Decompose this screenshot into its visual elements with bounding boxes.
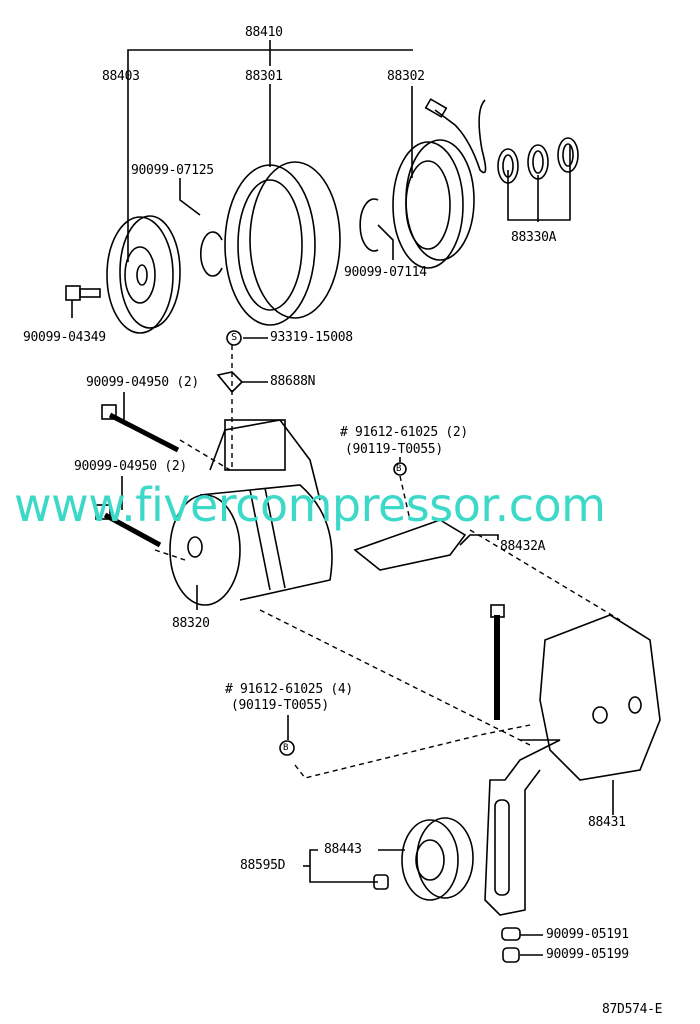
stay-drawing bbox=[353, 519, 467, 571]
shims-drawing bbox=[497, 137, 579, 184]
leader-lines bbox=[71, 40, 614, 956]
callout-88688n: 88688N bbox=[270, 374, 316, 389]
bolt-b2-symbol-label: B bbox=[283, 743, 289, 753]
callout-90099-04950-upper: 90099-04950 (2) bbox=[86, 375, 199, 390]
sealer-symbol bbox=[226, 330, 242, 346]
bolt-b-symbol-label: B bbox=[396, 464, 402, 474]
small-bracket-drawing bbox=[216, 371, 244, 394]
callout-90119-t0055-2: (90119-T0055) bbox=[231, 698, 329, 713]
figure-id: 87D574-E bbox=[602, 1002, 663, 1017]
callout-93319-15008: 93319-15008 bbox=[270, 330, 353, 345]
sealer-symbol-label: S bbox=[231, 332, 237, 343]
callout-90099-07125: 90099-07125 bbox=[131, 163, 214, 178]
watermark-text: www.fivercompressor.com bbox=[14, 478, 606, 532]
callout-90099-05191: 90099-05191 bbox=[546, 927, 629, 942]
callout-90099-04950-lower: 90099-04950 (2) bbox=[74, 459, 187, 474]
assembly-dashed-lines bbox=[154, 345, 621, 779]
compressor-drawing bbox=[169, 419, 333, 606]
pressure-plate-drawing bbox=[106, 215, 181, 334]
callout-90099-07114: 90099-07114 bbox=[344, 265, 427, 280]
nuts-drawing bbox=[501, 927, 521, 963]
callout-88302: 88302 bbox=[387, 69, 425, 84]
callout-90099-04349: 90099-04349 bbox=[23, 330, 106, 345]
callout-90099-05199: 90099-05199 bbox=[546, 947, 629, 962]
callout-88403: 88403 bbox=[102, 69, 140, 84]
callout-88595d: 88595D bbox=[240, 858, 286, 873]
callout-88320: 88320 bbox=[172, 616, 210, 631]
bolt-drawing bbox=[65, 285, 101, 301]
bracket-drawing bbox=[484, 614, 661, 916]
callout-91612-61025-4: # 91612-61025 (4) bbox=[225, 682, 353, 697]
callout-90119-t0055-1: (90119-T0055) bbox=[345, 442, 443, 457]
callout-88301: 88301 bbox=[245, 69, 283, 84]
idler-pulley-drawing bbox=[373, 817, 474, 901]
callout-88431: 88431 bbox=[588, 815, 626, 830]
callout-88443: 88443 bbox=[324, 842, 362, 857]
bolt-b-symbol bbox=[393, 462, 407, 476]
callout-88330a: 88330A bbox=[511, 230, 557, 245]
callout-88432a: 88432A bbox=[500, 539, 546, 554]
callout-88410: 88410 bbox=[245, 25, 283, 40]
callout-91612-61025-2: # 91612-61025 (2) bbox=[340, 425, 468, 440]
snap-ring-drawing bbox=[199, 231, 223, 277]
pulley-drawing bbox=[224, 161, 341, 326]
snap-ring-2-drawing bbox=[359, 198, 379, 252]
bolt-b2-symbol bbox=[279, 740, 295, 756]
stator-drawing bbox=[392, 98, 487, 269]
long-bolts-drawing bbox=[95, 404, 505, 720]
